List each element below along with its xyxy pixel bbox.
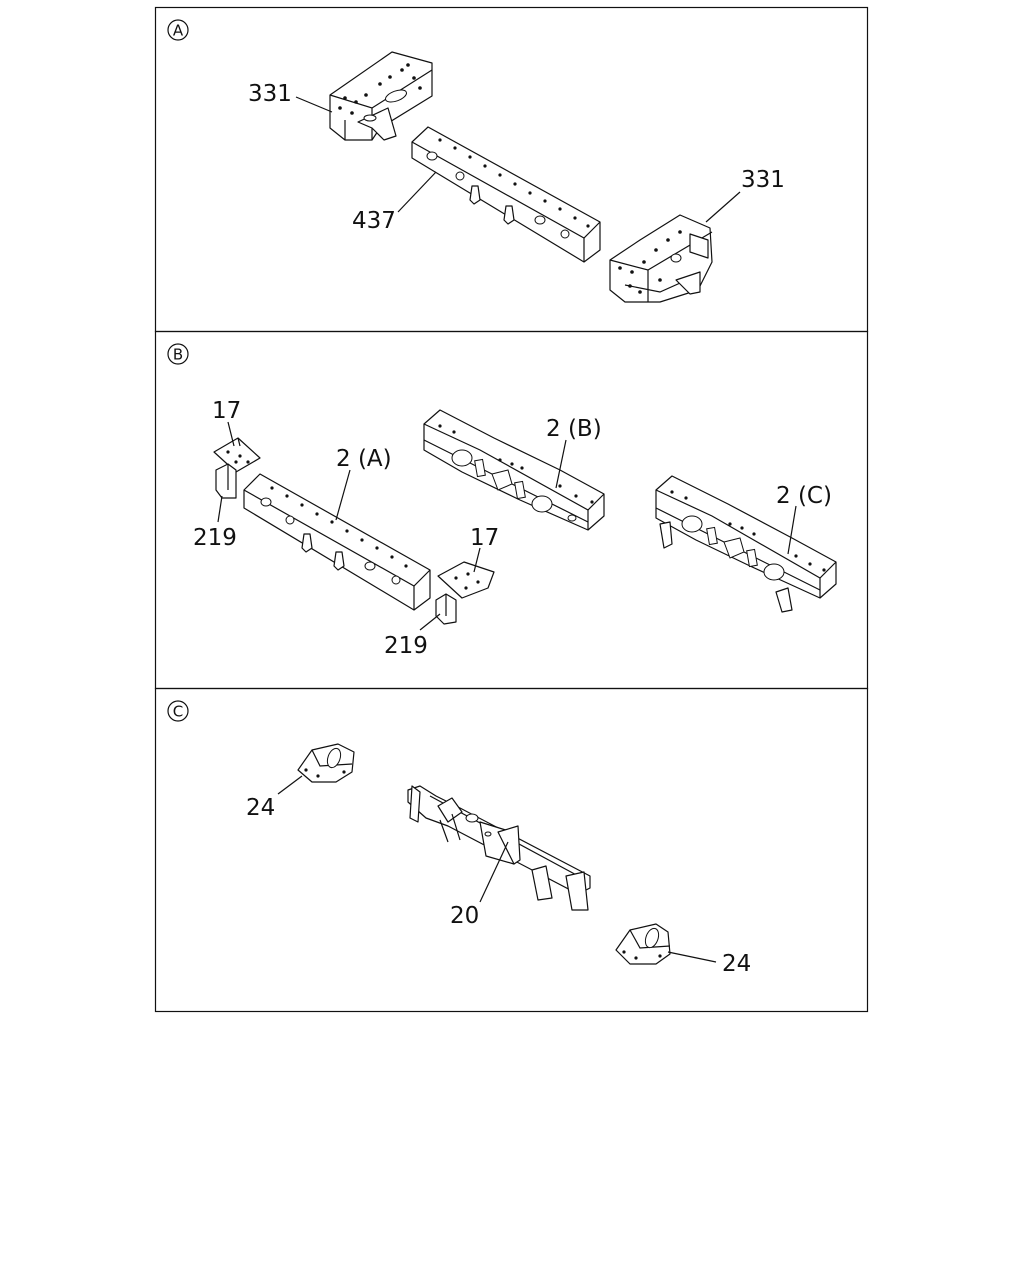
leader-331-left [295,96,333,113]
label-331-left: 331 [248,81,292,107]
panel-c: C 24 20 [154,687,869,1013]
leader-2a [335,469,351,521]
label-20: 20 [450,903,479,929]
panel-c-badge-letter: C [173,703,183,721]
part-331-left [329,51,433,141]
label-24-right: 24 [722,951,751,977]
part-24-right [615,923,671,965]
label-437: 437 [352,208,396,234]
leader-437 [397,171,437,213]
panel-c-badge: C [167,700,189,722]
label-2a: 2 (A) [336,446,392,472]
panel-b-badge: B [167,343,189,365]
label-2c: 2 (C) [776,483,832,509]
part-437-beam [411,126,601,263]
leader-219-left [217,495,223,523]
label-2b: 2 (B) [546,416,602,442]
leader-24-left [277,775,303,795]
panel-b-badge-letter: B [173,346,183,364]
label-331-right: 331 [741,167,785,193]
part-2c-crossmember [655,475,837,613]
leader-2c [787,505,797,555]
part-20-support [407,785,591,911]
panel-a-badge: A [167,19,189,41]
leader-331-right [705,191,741,223]
panel-a-badge-letter: A [173,22,184,40]
panel-b: B 17 219 [154,330,869,690]
part-219-left [215,463,237,499]
part-219-right [435,593,457,625]
label-219-left: 219 [193,525,237,551]
label-24-left: 24 [246,795,275,821]
leader-17-right [473,547,481,573]
leader-17-left [227,421,235,447]
part-2b-crossmember [423,409,605,531]
part-17-right [437,561,495,599]
label-17-left: 17 [212,398,241,424]
label-17-right: 17 [470,525,499,551]
leader-24-right [667,951,717,963]
panel-a: A 331 [154,6,869,333]
leader-2b [555,439,567,489]
leader-20 [479,841,509,903]
panel-c-frame [154,687,869,1013]
part-24-left [297,743,355,783]
leader-219-right [419,613,441,631]
part-331-right [609,214,713,303]
label-219-right: 219 [384,633,428,659]
part-2a-beam [243,473,431,611]
